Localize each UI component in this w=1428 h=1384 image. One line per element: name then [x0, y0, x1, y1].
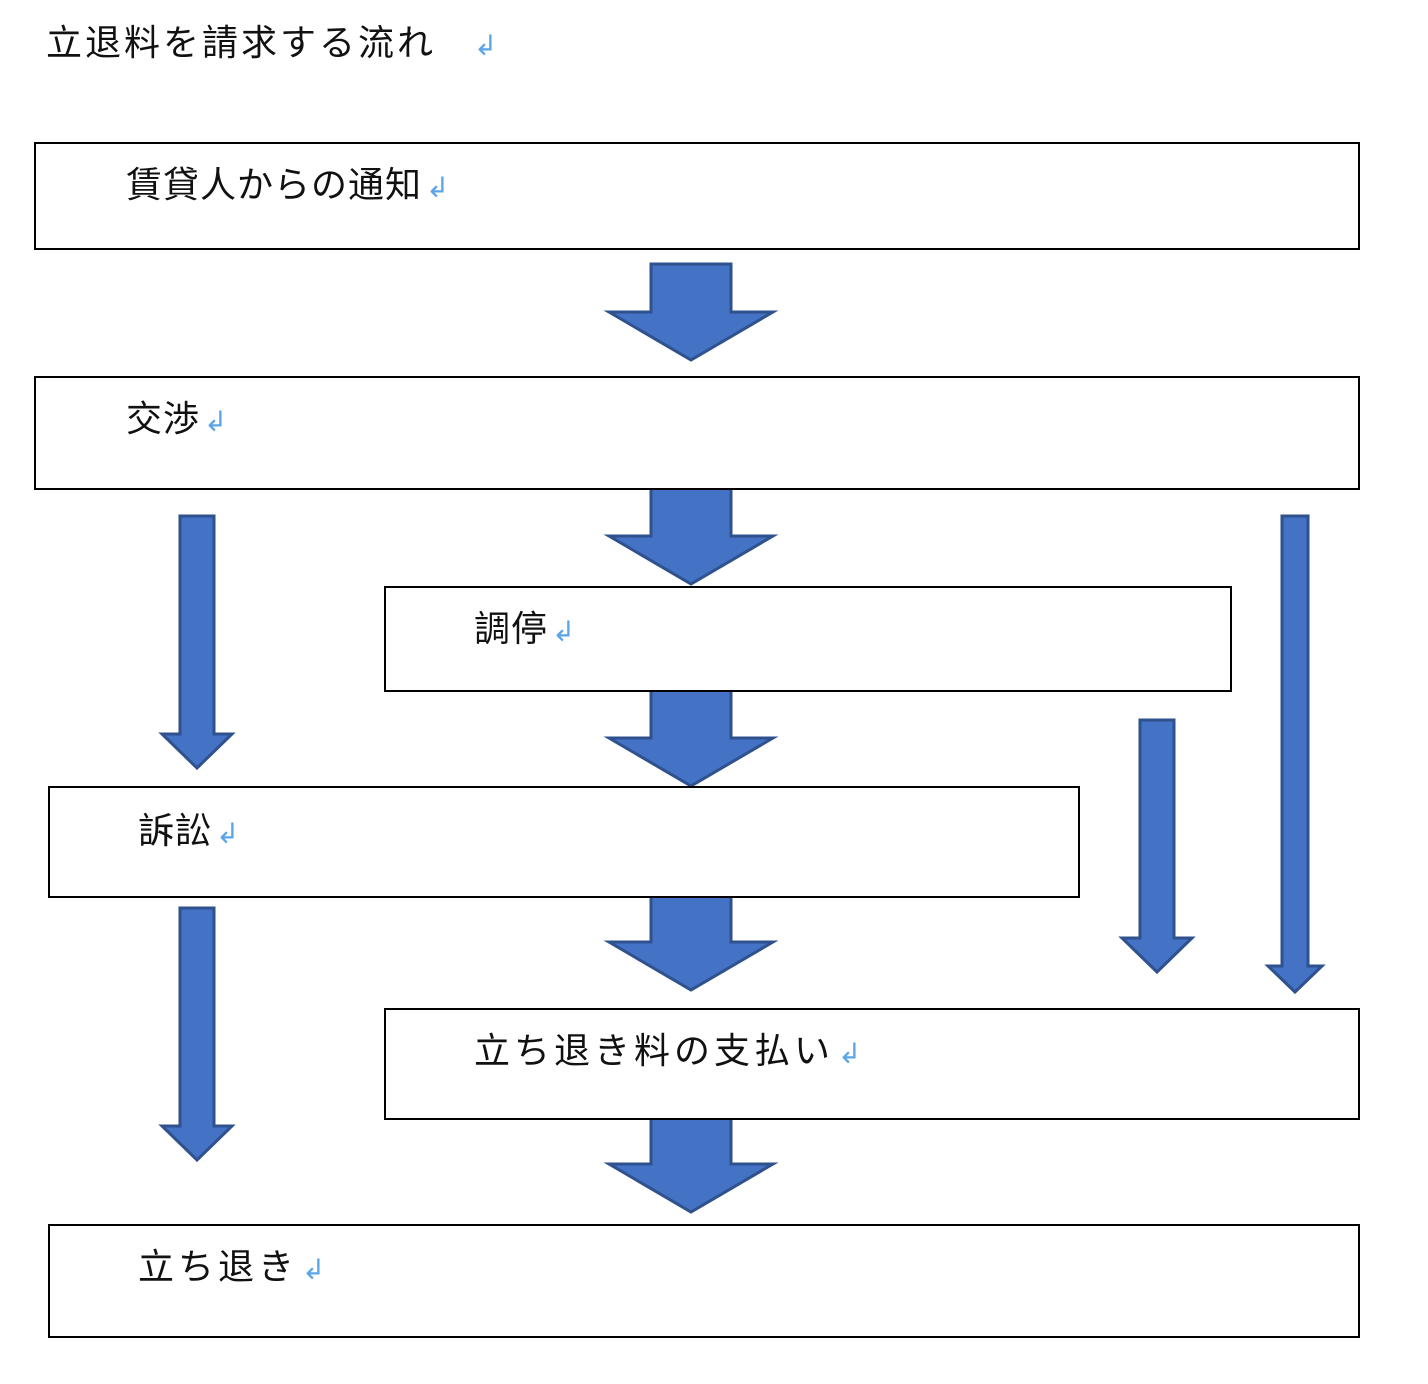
arrow-negotiation-to-mediation: [603, 486, 779, 586]
arrow-lawsuit-to-eviction: [158, 906, 236, 1163]
node-payment-label: 立ち退き料の支払い↲: [474, 1031, 866, 1072]
node-eviction-label: 立ち退き↲: [138, 1247, 330, 1288]
paragraph-mark-icon: ↲: [552, 615, 577, 648]
node-negotiation: 交渉↲: [34, 376, 1360, 490]
paragraph-mark-icon: ↲: [838, 1037, 866, 1070]
arrow-lawsuit-to-payment: [603, 892, 779, 992]
node-mediation-label: 調停↲: [474, 609, 577, 650]
node-notice-label: 賃貸人からの通知↲: [126, 165, 451, 206]
node-payment: 立ち退き料の支払い↲: [384, 1008, 1360, 1120]
arrow-notice-to-negotiation: [603, 262, 779, 362]
node-mediation: 調停↲: [384, 586, 1232, 692]
arrow-payment-to-eviction: [603, 1114, 779, 1214]
arrow-mediation-to-payment: [1118, 718, 1196, 975]
node-lawsuit-label: 訴訟↲: [138, 811, 241, 852]
arrow-mediation-to-lawsuit: [603, 688, 779, 788]
arrow-negotiation-to-lawsuit: [158, 514, 236, 771]
paragraph-mark-icon: ↲: [302, 1253, 330, 1286]
node-lawsuit: 訴訟↲: [48, 786, 1080, 898]
paragraph-mark-icon: ↲: [204, 405, 229, 438]
document-title: 立退料を請求する流れ ↲: [46, 22, 500, 68]
paragraph-mark-icon: ↲: [474, 29, 501, 62]
paragraph-mark-icon: ↲: [426, 171, 451, 204]
arrow-negotiation-to-payment: [1264, 514, 1326, 995]
node-eviction: 立ち退き↲: [48, 1224, 1360, 1338]
paragraph-mark-icon: ↲: [216, 817, 241, 850]
node-notice: 賃貸人からの通知↲: [34, 142, 1360, 250]
node-negotiation-label: 交渉↲: [126, 399, 229, 440]
title-text: 立退料を請求する流れ: [46, 23, 437, 64]
